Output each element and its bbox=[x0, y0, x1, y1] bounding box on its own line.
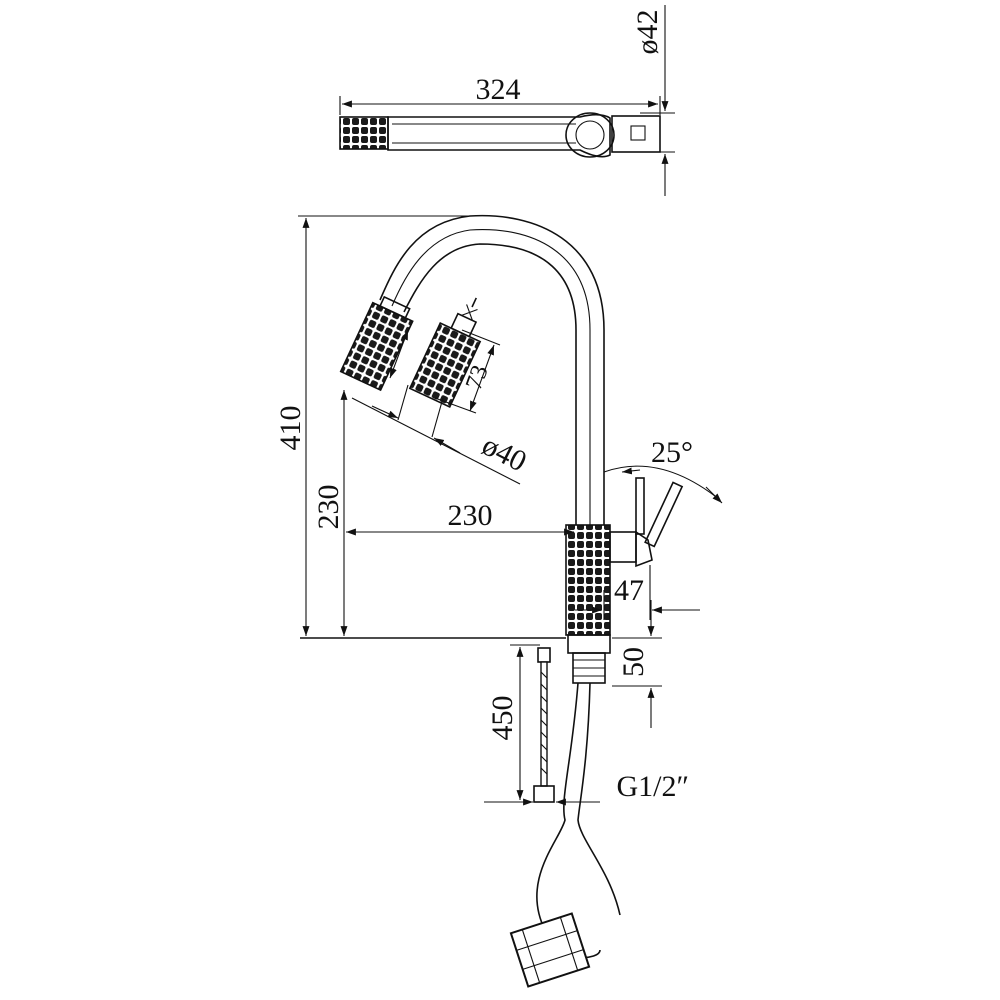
lever-tilted bbox=[644, 481, 684, 548]
spray-head-detached bbox=[408, 297, 482, 408]
top-view-spout-arm bbox=[387, 113, 611, 158]
dim-lever-offset: 47 bbox=[614, 574, 644, 607]
lever-joint bbox=[609, 531, 637, 563]
supply-hose bbox=[540, 661, 548, 787]
top-view-body-ring bbox=[565, 112, 615, 158]
pullout-hose-right bbox=[577, 682, 621, 916]
top-view-lever bbox=[611, 115, 661, 153]
dim-shank-length: 50 bbox=[617, 647, 650, 677]
hose-nut bbox=[533, 785, 555, 803]
side-view: 73 ø40 25° 47 bbox=[274, 214, 723, 988]
dim-diameter-base: ø42 bbox=[631, 10, 664, 55]
base-flange bbox=[567, 634, 611, 654]
dim-thread: G1/2ʺ bbox=[617, 770, 688, 803]
dim-hose-length: 450 bbox=[486, 696, 519, 741]
dim-spout-reach: 230 bbox=[448, 499, 493, 532]
dim-width-top: 324 bbox=[476, 73, 521, 106]
top-view-spray-head bbox=[339, 116, 389, 150]
spout-inner bbox=[403, 243, 577, 525]
top-view: 324 ø42 bbox=[339, 5, 675, 196]
dim-spray-head-diameter: ø40 bbox=[477, 429, 532, 479]
faucet-body bbox=[565, 524, 611, 636]
dim-lever-angle: 25° bbox=[651, 436, 693, 469]
dim-total-height: 410 bbox=[274, 406, 307, 451]
dim-spout-height: 230 bbox=[312, 485, 345, 530]
lever-upright bbox=[635, 477, 645, 535]
counterweight bbox=[509, 912, 591, 988]
spout-outer bbox=[379, 214, 605, 525]
